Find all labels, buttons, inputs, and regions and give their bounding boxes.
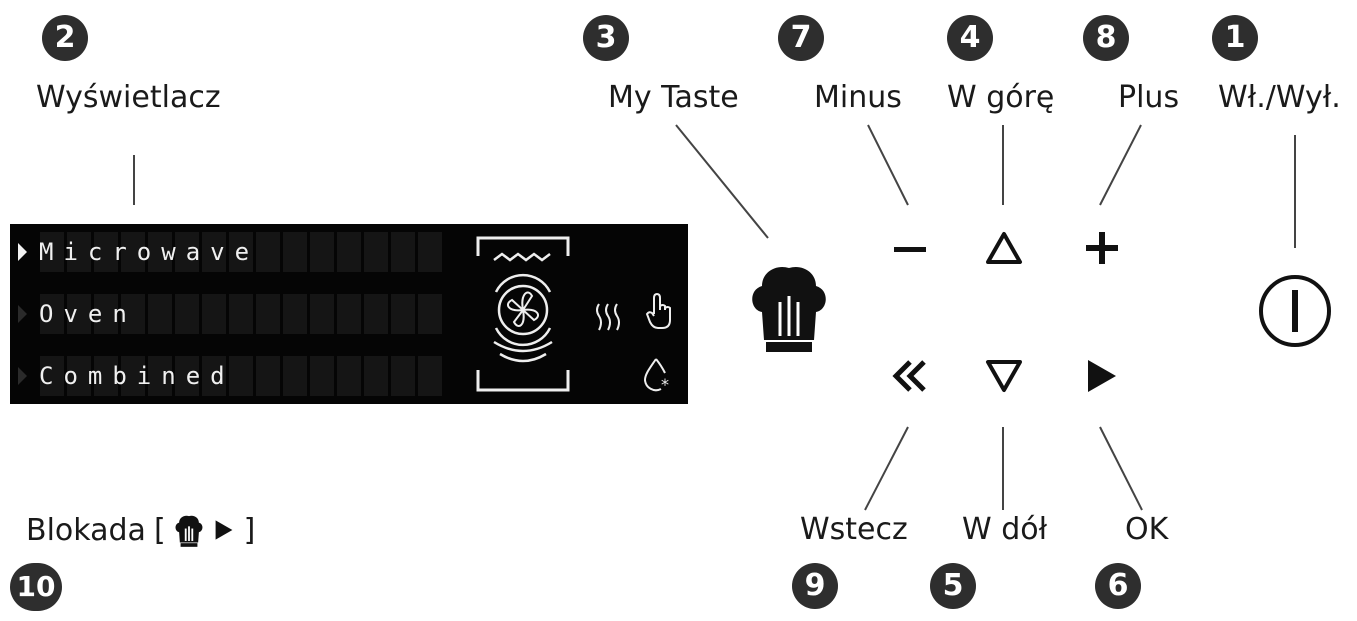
power-button[interactable] — [1254, 270, 1336, 352]
oven-display: Microwave Oven Combined * — [10, 224, 688, 404]
plus-button[interactable] — [1082, 228, 1122, 268]
badge-down: 5 — [930, 563, 976, 609]
menu-item-label: Microwave — [39, 238, 260, 266]
power-label: Wł./Wył. — [1218, 80, 1341, 115]
svg-text:*: * — [661, 375, 669, 392]
up-label: W górę — [947, 80, 1055, 115]
badge-power: 1 — [1212, 15, 1258, 61]
selection-arrow-icon — [18, 243, 27, 261]
display-cells-row-2 — [40, 294, 442, 334]
my-taste-button[interactable] — [748, 258, 830, 354]
steam-drop-icon: * — [643, 358, 669, 392]
display-label: Wyświetlacz — [36, 80, 221, 115]
display-cells-row-1 — [40, 232, 442, 272]
display-cells-row-3 — [40, 356, 442, 396]
up-button[interactable] — [984, 228, 1024, 268]
plus-label: Plus — [1118, 80, 1180, 115]
my-taste-label: My Taste — [608, 80, 739, 115]
microwave-fan-icon — [476, 236, 570, 392]
lock-bracket-open: [ — [153, 512, 166, 548]
menu-item-label: Oven — [39, 300, 137, 328]
menu-item-microwave[interactable]: Microwave — [18, 234, 259, 270]
menu-item-combined[interactable]: Combined — [18, 358, 235, 394]
back-label: Wstecz — [800, 512, 908, 547]
menu-item-label: Combined — [39, 362, 235, 390]
ok-button[interactable] — [1082, 356, 1122, 396]
play-icon — [215, 520, 233, 540]
badge-up: 4 — [947, 15, 993, 61]
minus-label: Minus — [814, 80, 902, 115]
minus-button[interactable] — [890, 234, 930, 264]
badge-minus: 7 — [778, 15, 824, 61]
badge-my-taste: 3 — [583, 15, 629, 61]
touch-hand-icon — [645, 292, 671, 329]
lock-label: Blokada — [26, 512, 146, 548]
heating-waves-icon — [596, 303, 620, 331]
chef-hat-icon — [175, 515, 203, 547]
selection-arrow-icon — [18, 367, 27, 385]
lock-shortcut: Blokada [ ] — [26, 512, 255, 548]
lock-bracket-close: ] — [243, 512, 256, 548]
selection-arrow-icon — [18, 305, 27, 323]
down-label: W dół — [962, 512, 1048, 547]
badge-lock: 10 — [10, 563, 62, 611]
badge-back: 9 — [792, 563, 838, 609]
down-button[interactable] — [984, 356, 1024, 396]
menu-item-oven[interactable]: Oven — [18, 296, 137, 332]
ok-label: OK — [1125, 512, 1169, 547]
badge-display: 2 — [42, 15, 88, 61]
badge-plus: 8 — [1083, 15, 1129, 61]
back-button[interactable] — [888, 356, 932, 396]
badge-ok: 6 — [1095, 563, 1141, 609]
